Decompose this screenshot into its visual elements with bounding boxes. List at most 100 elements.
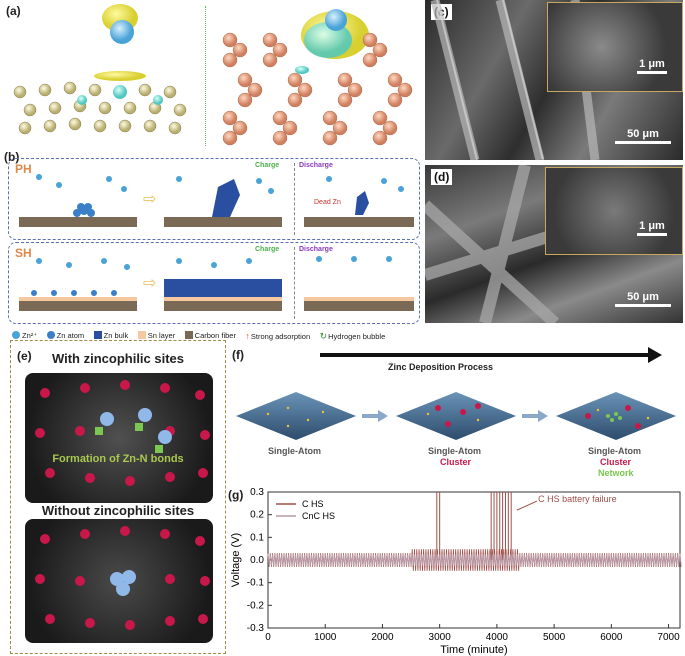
scale-text-main-d: 50 μm	[627, 291, 659, 303]
zn-ion-icon	[12, 331, 20, 339]
legend-sn-layer: Sn layer	[137, 331, 175, 340]
sem-inset-c	[547, 2, 683, 92]
legend-zn-ion-text: Zn²⁺	[22, 330, 38, 340]
charge-density-isosurface-right	[222, 9, 413, 146]
panel-label-a: (a)	[6, 4, 21, 18]
graphene-with-sites	[25, 373, 213, 503]
panel-a: (a)	[0, 0, 420, 150]
sh-charge-label: Charge	[255, 246, 280, 253]
legend-hydrogen: ↻Hydrogen bubble	[320, 331, 386, 342]
process-arrow	[320, 353, 650, 357]
ph-box: PH Charge Discharge ⇨ Dead Zn	[8, 158, 420, 240]
sh-substrate-1	[19, 301, 137, 311]
y-tick-label: 0.1	[250, 532, 264, 543]
sem-inset-d	[545, 167, 683, 255]
y-tick-label: 0.2	[250, 510, 264, 521]
panel-label-e: (e)	[17, 349, 32, 363]
scale-text-inset-d: 1 μm	[639, 220, 665, 232]
sh-sn-layer-3	[304, 297, 414, 301]
stage3-label-a: Single-Atom	[588, 446, 641, 456]
scale-bar-main-d: 50 μm	[615, 291, 671, 307]
y-tick-label: -0.3	[247, 623, 265, 634]
x-tick-label: 2000	[371, 632, 394, 643]
ph-charge-label: Charge	[255, 162, 280, 169]
x-tick-label: 6000	[600, 632, 623, 643]
zn-atom-icon	[46, 331, 55, 339]
legend-zn-bulk-text: Zn bulk	[103, 330, 129, 340]
legend-adsorption-text: Strong adsorption	[250, 331, 311, 341]
bubble-icon: ↻	[319, 331, 328, 341]
charge-density-isosurface-left	[13, 4, 187, 135]
ph-arrow-1: ⇨	[143, 191, 157, 208]
ph-divider	[294, 163, 295, 235]
panel-f: (f) Zinc Deposition Process Single-Atom …	[228, 340, 685, 488]
e-title-top: With zincophilic sites	[51, 351, 185, 366]
y-tick-label: 0.0	[250, 555, 264, 566]
ph-substrate-1	[19, 217, 137, 227]
y-axis-label: Voltage (V)	[230, 533, 242, 587]
deposition-stages	[236, 392, 676, 440]
stage1-label: Single-Atom	[268, 446, 321, 456]
legend-zn-atom-text: Zn atom	[56, 330, 85, 340]
legend-zn-bulk: Zn bulk	[93, 330, 129, 340]
sem-image-d: (d) 1 μm 50 μm	[425, 165, 683, 323]
stage3-label-c: Network	[598, 468, 634, 478]
legend-b: Zn²⁺ Zn atom Zn bulk Sn layer Carbon fib…	[12, 326, 422, 344]
ph-substrate-2	[164, 217, 282, 227]
legend-hydrogen-text: Hydrogen bubble	[328, 332, 386, 341]
ph-label: PH	[15, 162, 32, 176]
stage2-label-b: Cluster	[440, 457, 472, 467]
up-arrow-icon: ↑	[245, 331, 250, 341]
zn-bulk-icon	[93, 331, 102, 339]
scale-text-main-c: 50 μm	[627, 128, 659, 140]
legend-zn-atom: Zn atom	[46, 330, 85, 340]
scale-bar-inset-d: 1 μm	[637, 220, 667, 236]
sh-divider	[294, 247, 295, 319]
panel-e: (e) With zincophilic sites Formation of …	[10, 340, 226, 654]
zn-ions-sh	[31, 256, 392, 296]
panel-label-f: (f)	[232, 348, 244, 362]
sh-box: SH Charge Discharge ⇨	[8, 242, 420, 324]
scale-bar-main-c: 50 μm	[615, 128, 671, 144]
ph-substrate-3	[304, 217, 414, 227]
graphene-lattice-bottom	[35, 526, 210, 630]
legend-label: C HS	[302, 499, 324, 509]
ph-nucleus	[73, 203, 95, 217]
x-tick-label: 3000	[429, 632, 452, 643]
carbon-fiber-icon	[184, 331, 193, 339]
scale-bar-inset-c: 1 μm	[637, 58, 667, 74]
x-tick-label: 5000	[543, 632, 566, 643]
e-title-bottom: Without zincophilic sites	[41, 503, 195, 518]
sh-discharge-label: Discharge	[299, 246, 333, 253]
sh-sn-layer-2	[164, 297, 282, 301]
series-line	[267, 554, 682, 566]
sh-substrate-2	[164, 301, 282, 311]
panel-label-g: (g)	[228, 488, 244, 502]
ph-dendrite	[212, 179, 240, 217]
graphene-without-sites	[25, 519, 213, 643]
x-tick-label: 7000	[657, 632, 680, 643]
legend-zn-ion: Zn²⁺	[12, 331, 37, 340]
ph-dead-zn-label: Dead Zn	[314, 199, 341, 206]
e-caption: Formation of Zn-N bonds	[52, 453, 184, 465]
x-tick-label: 4000	[486, 632, 509, 643]
sh-label: SH	[15, 246, 32, 260]
process-label: Zinc Deposition Process	[388, 362, 494, 372]
process-arrow-head	[648, 347, 662, 363]
ph-discharge-label: Discharge	[299, 162, 333, 169]
stage3-label-b: Cluster	[600, 457, 632, 467]
annotation-text: C HS battery failure	[538, 494, 617, 504]
x-axis-label: Time (minute)	[440, 644, 507, 656]
scale-text-inset-c: 1 μm	[639, 58, 665, 70]
y-tick-label: 0.3	[250, 487, 264, 498]
y-tick-label: -0.2	[247, 600, 265, 611]
sh-zn-bulk	[164, 279, 282, 297]
panel-g: (g) 0 1000 2000 3000 4000 5000 6000 7000 -0.3 -0.…	[228, 486, 685, 656]
graphene-lattice-top	[35, 380, 210, 486]
panel-label-d: (d)	[431, 169, 453, 185]
x-tick-label: 0	[265, 632, 271, 643]
x-tick-label: 1000	[314, 632, 337, 643]
legend-carbon-fiber: Carbon fiber	[184, 331, 236, 340]
sh-substrate-3	[304, 301, 414, 311]
